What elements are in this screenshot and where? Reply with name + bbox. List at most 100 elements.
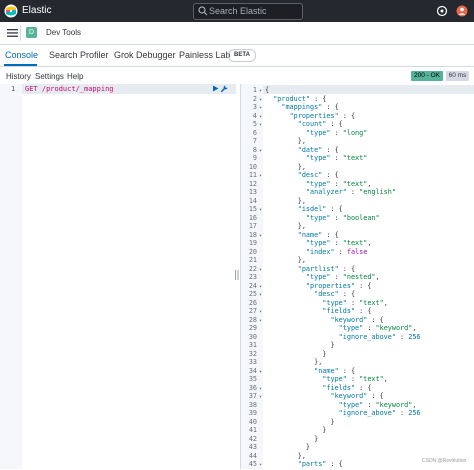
space-badge[interactable]: D [26,27,37,38]
response-line-number: 20 [248,247,257,256]
search-placeholder: Search Elastic [209,6,267,16]
response-code-line: "mappings" : { [281,103,339,111]
response-line-number: 24 [248,281,257,290]
response-code-line: }, [265,196,306,205]
response-code-line: "type" : "long" [305,128,368,137]
active-request-line [22,84,236,94]
response-output[interactable]: 1▾{2▾ "product" : {3▾ "mappings" : {4▾ "… [240,84,474,469]
fold-toggle-icon[interactable]: ▾ [259,88,263,94]
response-code-line: "fields" : { [322,383,372,392]
help-menu-icon[interactable] [436,5,448,17]
fold-toggle-icon[interactable]: ▾ [259,292,263,298]
response-code-line: "type" : "text", [305,239,372,247]
tab-painless-lab[interactable]: Painless Lab [179,50,231,60]
tab-search-profiler[interactable]: Search Profiler [49,50,109,60]
response-code-line: "properties" : { [305,281,372,290]
app-tabs: Console Search Profiler Grok Debugger Pa… [0,44,474,67]
fold-toggle-icon[interactable]: ▾ [259,147,263,154]
wrench-icon[interactable] [220,85,228,93]
watermark: CSDN @Revolution [422,458,467,464]
play-icon[interactable] [212,85,219,92]
fold-toggle-icon[interactable]: ▾ [259,385,263,392]
fold-toggle-icon[interactable]: ▾ [259,368,263,375]
settings-link[interactable]: Settings [35,72,64,81]
response-line-number: 4 [252,111,257,120]
status-badge: 200 - OK [411,71,443,81]
response-code-line: "type" : "text", [322,298,388,307]
response-code-line: "date" : { [297,145,339,154]
response-line-number: 11 [248,171,257,179]
response-code-line: "isdel" : { [297,205,343,213]
response-code-line: "partlist" : { [297,264,356,273]
response-code-line: } [265,434,319,443]
breadcrumb-bar: D Dev Tools [0,22,474,45]
request-text[interactable]: GET /product/_mapping [25,85,114,93]
response-line-number: 14 [248,196,257,205]
fold-toggle-icon[interactable]: ▾ [259,113,263,120]
pane-resizer-handle[interactable] [235,270,239,280]
search-input[interactable]: Search Elastic [193,3,303,20]
active-tab-indicator [4,64,37,66]
response-line-number: 17 [248,222,257,230]
response-line-number: 34 [248,366,257,375]
response-line-number: 44 [248,451,257,460]
breadcrumb[interactable]: Dev Tools [46,28,81,37]
user-avatar-icon[interactable] [456,5,468,17]
request-editor[interactable]: 1 GET /product/_mapping [0,84,236,469]
response-code-line: "type" : "text", [322,375,388,383]
console-toolbar: History Settings Help 200 - OK 60 ms [0,66,474,84]
response-code-line: }, [265,137,306,145]
response-line-number: 39 [248,409,257,417]
response-line-number: 19 [248,239,257,247]
fold-toggle-icon[interactable]: ▾ [259,283,263,290]
fold-toggle-icon[interactable]: ▾ [259,207,263,213]
response-line-number: 9 [252,154,257,162]
response-line-number: 8 [252,145,257,154]
response-time-badge: 60 ms [446,71,469,81]
search-icon [198,6,208,16]
request-gutter [0,84,22,469]
fold-toggle-icon[interactable]: ▾ [259,394,263,400]
fold-toggle-icon[interactable]: ▾ [259,105,263,111]
fold-toggle-icon[interactable]: ▾ [259,122,263,128]
elastic-logo-icon[interactable] [4,4,18,18]
fold-toggle-icon[interactable]: ▾ [259,96,263,103]
response-line-number: 38 [248,400,257,409]
fold-toggle-icon[interactable]: ▾ [259,232,263,239]
response-line-number: 32 [248,349,257,358]
response-code-line: "ignore_above" : 256 [338,332,421,341]
response-line-number: 21 [248,256,257,264]
response-line-number: 40 [248,417,257,426]
fold-toggle-icon[interactable]: ▾ [259,173,263,179]
response-code-line: "type" : "keyword", [338,324,417,332]
help-link[interactable]: Help [67,72,84,81]
fold-toggle-icon[interactable]: ▾ [259,309,263,315]
response-line-number: 13 [248,188,257,196]
response-line-number: 22 [248,264,257,273]
response-line-number: 26 [248,298,257,307]
response-line-number: 2 [252,94,257,103]
request-line-number: 1 [11,85,16,93]
fold-toggle-icon[interactable]: ▾ [259,317,263,324]
response-line-number: 30 [248,332,257,341]
response-code-line: "index" : false [305,247,368,256]
response-code-line: "ignore_above" : 256 [338,409,421,417]
response-code-line: } [265,426,327,434]
fold-toggle-icon[interactable]: ▾ [259,266,263,273]
response-code-line: "keyword" : { [330,315,384,324]
response-code-line: "type" : "text" [305,154,368,162]
fold-toggle-icon[interactable]: ▾ [259,462,263,468]
hamburger-menu-icon[interactable] [7,28,18,38]
response-code-line: "type" : "text", [305,179,372,188]
history-link[interactable]: History [6,72,31,81]
response-code-line: } [265,417,335,426]
tab-grok-debugger[interactable]: Grok Debugger [114,50,176,60]
response-code-line: } [265,349,327,358]
response-line-number: 42 [248,434,257,443]
response-line-number: 37 [248,392,257,400]
response-line-number: 41 [248,426,257,434]
response-line-number: 29 [248,324,257,332]
response-line-number: 15 [248,205,257,213]
tab-console[interactable]: Console [5,50,39,60]
response-code-line: "product" : { [273,94,327,103]
